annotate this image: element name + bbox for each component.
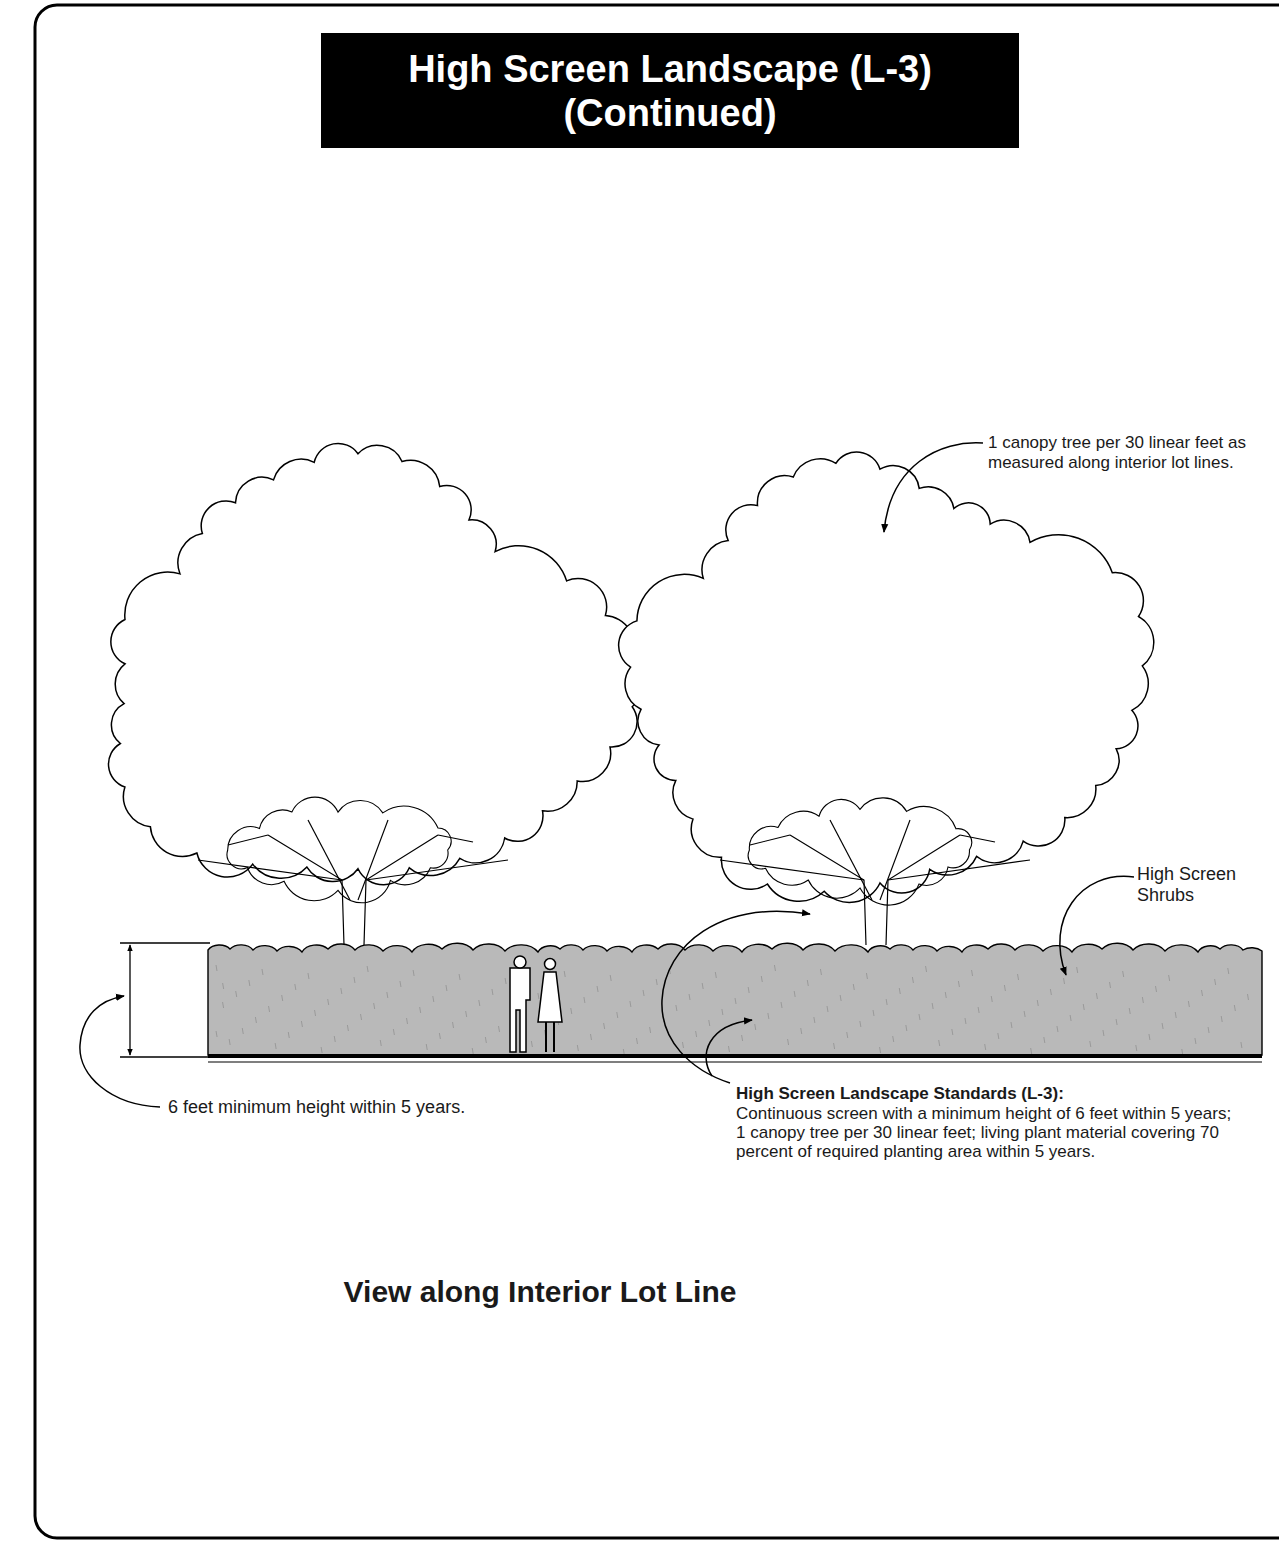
standards-heading: High Screen Landscape Standards (L-3): xyxy=(736,1084,1266,1104)
callout-note: 1 canopy tree per 30 linear feet as meas… xyxy=(988,433,1248,473)
dimension-line xyxy=(120,943,210,1057)
people-figures xyxy=(510,956,562,1052)
view-caption: View along Interior Lot Line xyxy=(300,1274,780,1310)
high-screen-shrubs xyxy=(208,943,1262,1055)
title-banner: High Screen Landscape (L-3) (Continued) xyxy=(321,33,1019,148)
standards-text: Continuous screen with a minimum height … xyxy=(736,1104,1236,1161)
leader-arrows xyxy=(80,443,1134,1107)
ground-line xyxy=(208,1056,1262,1062)
title: High Screen Landscape (L-3) (Continued) xyxy=(321,47,1019,135)
dimension-label: 6 feet minimum height within 5 years. xyxy=(168,1097,588,1117)
canopy-trees xyxy=(108,443,1153,945)
frame xyxy=(35,5,1279,1538)
callout-label: High Screen Shrubs xyxy=(1137,864,1272,906)
